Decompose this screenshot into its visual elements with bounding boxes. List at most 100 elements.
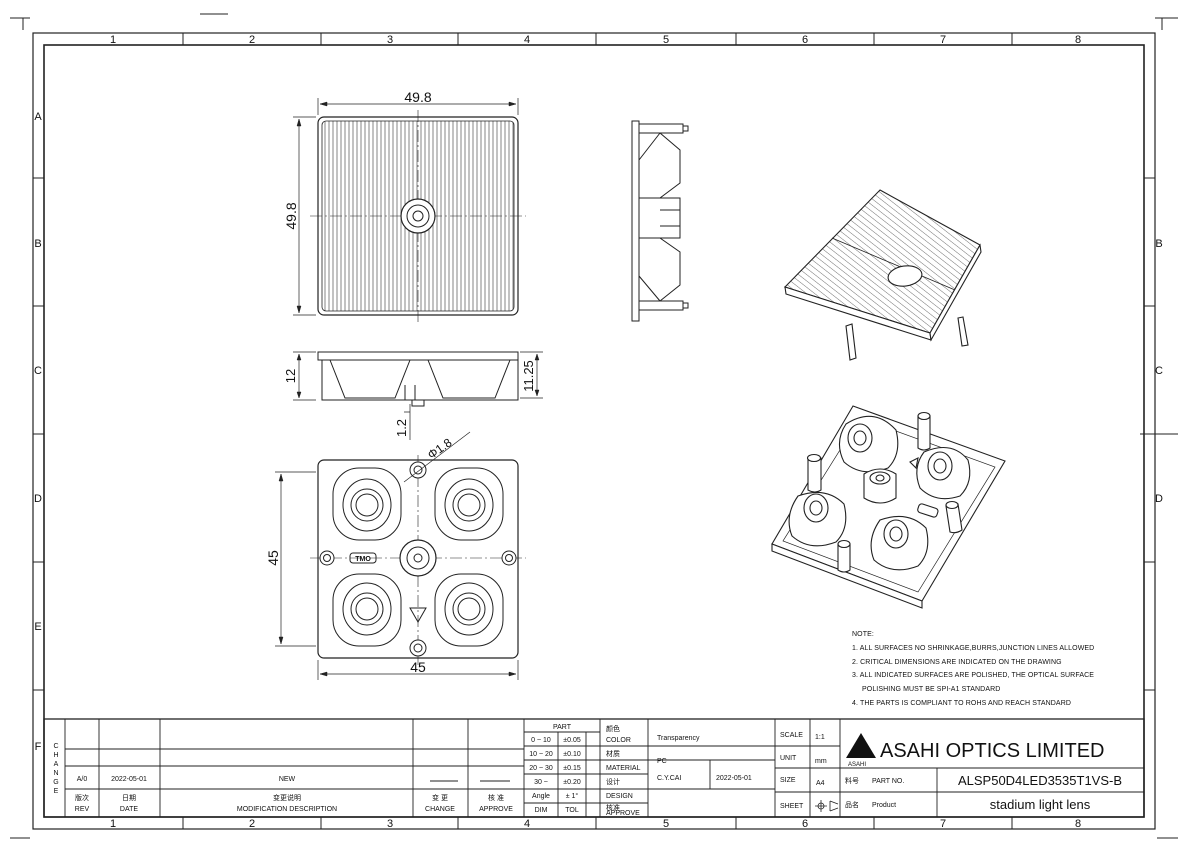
isometric-bottom-view bbox=[771, 405, 1006, 609]
change-letter: N bbox=[53, 770, 58, 777]
hdr-desc-en: MODIFICATION DESCRIPTION bbox=[237, 806, 337, 813]
col-label: 8 bbox=[1075, 34, 1081, 46]
tol-range: 20 ~ 30 bbox=[529, 765, 553, 772]
row-label: C bbox=[1155, 365, 1163, 377]
tol-tol: TOL bbox=[565, 807, 579, 814]
design-cn: 设计 bbox=[606, 777, 620, 786]
company-name: ASAHI OPTICS LIMITED bbox=[880, 740, 1104, 762]
tol-value: ± 1° bbox=[566, 792, 579, 800]
dim-bottom-height: 45 bbox=[265, 550, 281, 566]
color-cn: 颜色 bbox=[606, 724, 620, 733]
row-label: F bbox=[35, 741, 42, 753]
unit-value: mm bbox=[815, 758, 827, 765]
tol-range: 0 ~ 10 bbox=[531, 737, 551, 744]
tol-value: ±0.20 bbox=[563, 779, 581, 786]
tol-dim: DIM bbox=[535, 807, 548, 814]
crop-marks bbox=[10, 13, 1178, 839]
change-letter: H bbox=[53, 752, 58, 759]
design-date: 2022-05-01 bbox=[716, 775, 752, 782]
tol-value: ±0.15 bbox=[563, 765, 581, 772]
size-label: SIZE bbox=[780, 777, 796, 784]
hdr-change-cn: 变 更 bbox=[432, 793, 448, 802]
tol-value: ±0.10 bbox=[563, 751, 581, 758]
col-label: 4 bbox=[524, 34, 530, 46]
tol-part: PART bbox=[553, 724, 572, 731]
note-item: 4. THE PARTS IS COMPLIANT TO ROHS AND RE… bbox=[852, 699, 1072, 707]
grid-labels: 1 2 3 4 5 6 7 8 1 2 3 4 5 6 7 8 A B C D … bbox=[34, 34, 1163, 830]
notes-title: NOTE: bbox=[852, 631, 874, 638]
col-label: 6 bbox=[802, 818, 808, 830]
notes-block: NOTE: 1. ALL SURFACES NO SHRINKAGE,BURRS… bbox=[852, 628, 1152, 711]
note-item: 1. ALL SURFACES NO SHRINKAGE,BURRS,JUNCT… bbox=[852, 644, 1095, 652]
row-label: E bbox=[34, 621, 41, 633]
col-label: 2 bbox=[249, 34, 255, 46]
col-label: 2 bbox=[249, 818, 255, 830]
hdr-approve-en: APPROVE bbox=[479, 806, 513, 813]
part-no-label: PART NO. bbox=[872, 778, 904, 785]
hdr-rev-cn: 版次 bbox=[75, 793, 89, 802]
bottom-view bbox=[275, 431, 526, 680]
sheet-label: SHEET bbox=[780, 803, 804, 810]
dim-top-width: 49.8 bbox=[404, 89, 431, 105]
logo-text: ASAHI bbox=[848, 762, 866, 768]
top-view bbox=[293, 98, 526, 322]
hdr-change-en: CHANGE bbox=[425, 806, 455, 813]
change-letter: E bbox=[54, 788, 59, 795]
material-cn: 材质 bbox=[606, 749, 620, 758]
tol-value: ±0.05 bbox=[563, 737, 581, 744]
product-cn: 品名 bbox=[845, 800, 859, 809]
material-value: PC bbox=[657, 758, 667, 765]
hdr-date-en: DATE bbox=[120, 806, 138, 813]
color-value: Transparency bbox=[657, 735, 700, 742]
rev-date: 2022-05-01 bbox=[111, 776, 147, 783]
rev-value: A/0 bbox=[77, 776, 88, 783]
product-label: Product bbox=[872, 802, 896, 809]
size-value: A4 bbox=[816, 780, 825, 787]
col-label: 1 bbox=[110, 34, 116, 46]
note-item: POLISHING MUST BE SPI-A1 STANDARD bbox=[862, 686, 1001, 694]
col-label: 4 bbox=[524, 818, 530, 830]
side-profile-view bbox=[631, 120, 689, 322]
part-no-cn: 料号 bbox=[845, 776, 859, 785]
tol-range: Angle bbox=[532, 793, 550, 800]
side-view bbox=[293, 351, 543, 440]
change-letter: G bbox=[53, 779, 58, 786]
color-en: COLOR bbox=[606, 737, 631, 744]
scale-value: 1:1 bbox=[815, 734, 825, 741]
row-label: D bbox=[34, 493, 42, 505]
note-item: 2. CRITICAL DIMENSIONS ARE INDICATED ON … bbox=[852, 658, 1062, 666]
row-label: B bbox=[1155, 238, 1162, 250]
change-letter: C bbox=[53, 743, 58, 750]
dim-hole-dia: Φ1.8 bbox=[425, 435, 455, 462]
col-label: 5 bbox=[663, 34, 669, 46]
scale-label: SCALE bbox=[780, 732, 803, 739]
title-block-text: C H A N G E A/0 2022-05-01 NEW 版次 REV 日期… bbox=[53, 724, 1122, 817]
designer: C.Y.CAI bbox=[657, 775, 681, 782]
col-label: 5 bbox=[663, 818, 669, 830]
isometric-top-view bbox=[783, 189, 982, 361]
row-label: B bbox=[34, 238, 41, 250]
hdr-desc-cn: 变更说明 bbox=[273, 793, 301, 802]
row-label: D bbox=[1155, 493, 1163, 505]
unit-label: UNIT bbox=[780, 755, 797, 762]
material-en: MATERIAL bbox=[606, 765, 641, 772]
tol-range: 30 ~ bbox=[534, 779, 548, 786]
logo-mark: TMO bbox=[355, 556, 371, 563]
note-item: 3. ALL INDICATED SURFACES ARE POLISHED, … bbox=[852, 672, 1095, 680]
dim-bottom-width: 45 bbox=[410, 659, 426, 675]
tol-range: 10 ~ 20 bbox=[529, 751, 553, 758]
dim-side-height: 12 bbox=[283, 369, 298, 383]
part-no: ALSP50D4LED3535T1VS-B bbox=[958, 773, 1122, 788]
col-label: 3 bbox=[387, 818, 393, 830]
hdr-approve-cn: 核 准 bbox=[488, 793, 504, 802]
col-label: 7 bbox=[940, 34, 946, 46]
product-name: stadium light lens bbox=[990, 797, 1091, 812]
design-en: DESIGN bbox=[606, 793, 633, 800]
hdr-date-cn: 日期 bbox=[122, 794, 136, 802]
col-label: 1 bbox=[110, 818, 116, 830]
change-letter: A bbox=[54, 761, 59, 768]
hdr-rev-en: REV bbox=[75, 806, 90, 813]
approve-en: APPROVE bbox=[606, 810, 640, 817]
dim-top-height: 49.8 bbox=[283, 202, 299, 229]
